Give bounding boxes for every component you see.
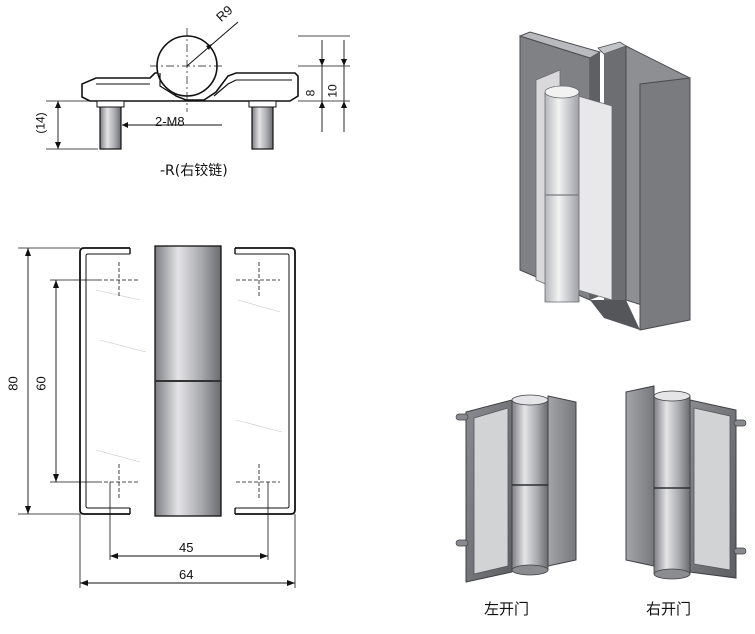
right-hinge-knuckle-upper xyxy=(653,395,691,489)
assembly-3d-view xyxy=(518,31,691,331)
left-hinge-knuckle-upper xyxy=(511,399,549,486)
left-open-caption: 左开门 xyxy=(484,600,530,618)
left-stud xyxy=(99,100,122,150)
width-inner-label: 45 xyxy=(179,540,194,555)
right-open-hinge-render xyxy=(625,385,747,580)
mounting-hole-marks xyxy=(98,262,280,500)
thread-label: 2-M8 xyxy=(155,114,185,129)
pin-length-label: (14) xyxy=(33,112,48,134)
left-open-hinge-render xyxy=(455,394,577,583)
right-open-caption: 右开门 xyxy=(646,600,692,618)
height-large-label: 10 xyxy=(325,84,340,98)
right-hinge-knuckle-lower xyxy=(653,487,691,575)
knuckle-lower xyxy=(154,380,222,517)
knuckle-upper xyxy=(154,245,222,382)
height-inner-label: 60 xyxy=(33,376,49,391)
width-outer-label: 64 xyxy=(179,567,194,582)
top-section-view xyxy=(46,21,350,150)
top-view-caption: -R(右铰链) xyxy=(160,163,228,179)
front-view xyxy=(18,245,296,588)
height-small-label: 8 xyxy=(303,89,318,97)
right-stud xyxy=(251,100,274,150)
height-outer-label: 80 xyxy=(5,376,21,391)
front-plate-outline xyxy=(79,247,296,515)
assembly-knuckle xyxy=(544,91,580,303)
left-hinge-knuckle-lower xyxy=(511,484,549,571)
